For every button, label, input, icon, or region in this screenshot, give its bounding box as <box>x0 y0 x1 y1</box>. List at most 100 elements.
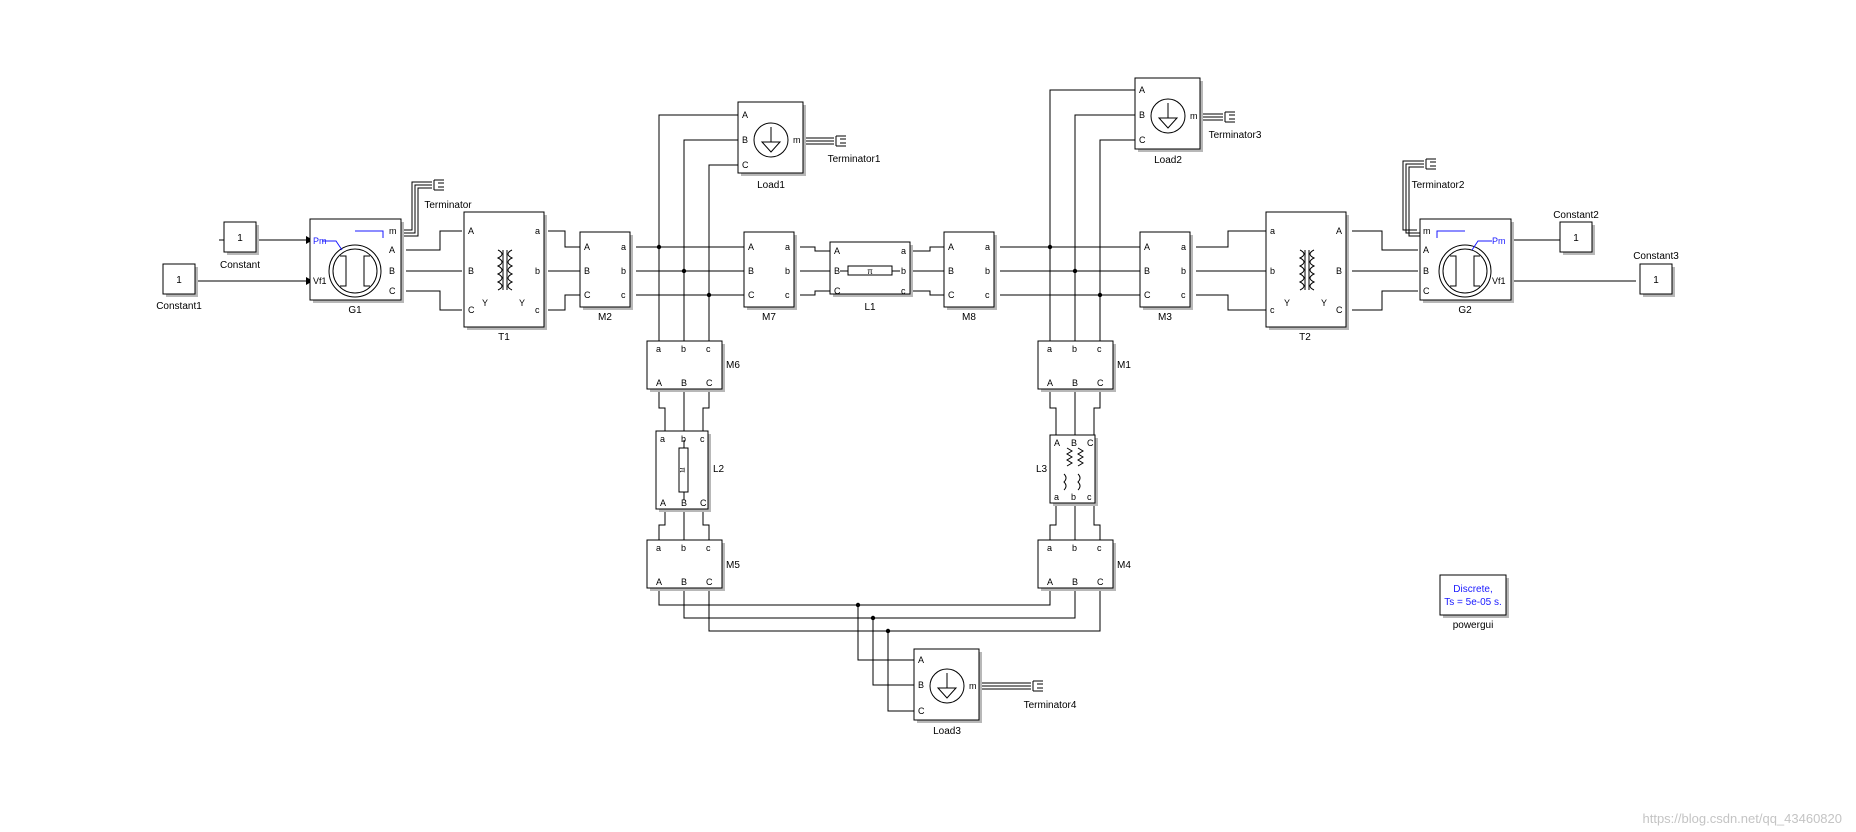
load1-block[interactable]: A B C m Load1 <box>737 101 806 191</box>
l3-label: L3 <box>1036 464 1048 475</box>
m6-port-b-upper: B <box>681 378 687 388</box>
l2-label: L2 <box>713 464 725 475</box>
m4-port-c-upper: C <box>1097 577 1104 587</box>
t1-port-c-lower: c <box>535 305 540 315</box>
m5-port-a-lower: a <box>656 543 661 553</box>
powergui-block[interactable]: Discrete, Ts = 5e-05 s. powergui <box>1439 574 1509 631</box>
t2-port-b-lower: b <box>1270 266 1275 276</box>
l1-line-block[interactable]: π A B C a b c L1 <box>829 241 913 313</box>
l2-port-a-lower: a <box>660 434 665 444</box>
load1-port-a: A <box>742 110 748 120</box>
m3-port-b-lower: b <box>1181 266 1186 276</box>
m3-measurement-block[interactable]: A B C a b c M3 <box>1139 231 1193 323</box>
t1-label: T1 <box>498 332 510 343</box>
l3-port-a-upper: A <box>1054 438 1060 448</box>
m1-port-b-lower: b <box>1072 344 1077 354</box>
m7-port-b-lower: b <box>785 266 790 276</box>
load2-block[interactable]: A B C m Load2 <box>1134 77 1203 166</box>
g1-port-c: C <box>389 286 396 296</box>
m5-port-b-lower: b <box>681 543 686 553</box>
m2-measurement-block[interactable]: A B C a b c M2 <box>579 231 633 323</box>
g1-port-m: m <box>389 226 397 236</box>
t1-port-b-upper: B <box>468 266 474 276</box>
load1-port-c: C <box>742 160 749 170</box>
load3-port-m: m <box>969 681 977 691</box>
t2-port-c-upper: C <box>1336 305 1343 315</box>
t2-transformer-block[interactable]: a b c A B C Y Y T2 <box>1265 211 1349 343</box>
l1-port-c-lower: c <box>901 286 906 296</box>
constant-block[interactable]: 1 Constant <box>220 221 260 271</box>
g2-label: G2 <box>1458 305 1472 316</box>
constant3-label: Constant3 <box>1633 251 1679 262</box>
terminator2-label: Terminator2 <box>1412 180 1465 191</box>
g2-synchronous-machine-block[interactable]: Pm Vf1 m A B C G2 <box>1419 218 1514 316</box>
load3-block[interactable]: A B C m Load3 <box>913 648 982 737</box>
g2-port-m: m <box>1423 226 1431 236</box>
l3-port-b-upper: B <box>1071 438 1077 448</box>
m5-measurement-block[interactable]: a b c A B C M5 <box>646 539 740 591</box>
m5-port-c-upper: C <box>706 577 713 587</box>
m3-port-a-upper: A <box>1144 242 1150 252</box>
m7-port-a-upper: A <box>748 242 754 252</box>
l2-line-block[interactable]: π a b c A B C L2 <box>655 430 725 512</box>
constant1-block[interactable]: 1 Constant1 <box>156 263 202 312</box>
constant2-block[interactable]: 1 Constant2 <box>1553 210 1599 255</box>
t1-port-b-lower: b <box>535 266 540 276</box>
rlc-branch-icon <box>1063 447 1084 491</box>
m3-port-c-lower: c <box>1181 290 1186 300</box>
t2-port-a-lower: a <box>1270 226 1275 236</box>
g1-synchronous-machine-block[interactable]: Pm Vf1 m A B C G1 <box>309 218 404 316</box>
g2-port-b: B <box>1423 266 1429 276</box>
load3-label: Load3 <box>933 726 961 737</box>
constant3-block[interactable]: 1 Constant3 <box>1633 251 1679 297</box>
m5-port-c-lower: c <box>706 543 711 553</box>
transformer-coil-icon <box>1298 249 1316 291</box>
terminator2-block[interactable]: Terminator2 <box>1412 158 1465 191</box>
load2-label: Load2 <box>1154 155 1182 166</box>
m8-port-b-upper: B <box>948 266 954 276</box>
m2-port-b-upper: B <box>584 266 590 276</box>
m8-port-b-lower: b <box>985 266 990 276</box>
m3-label: M3 <box>1158 312 1172 323</box>
m7-port-a-lower: a <box>785 242 790 252</box>
ground-load-icon <box>929 668 965 704</box>
load1-port-m: m <box>793 135 801 145</box>
m5-port-b-upper: B <box>681 577 687 587</box>
g1-port-a: A <box>389 245 395 255</box>
l2-port-b-lower: b <box>681 434 686 444</box>
l2-port-c-lower: c <box>700 434 705 444</box>
m6-measurement-block[interactable]: a b c A B C M6 <box>646 340 740 392</box>
terminator3-block[interactable]: Terminator3 <box>1209 111 1262 141</box>
m4-port-b-lower: b <box>1072 543 1077 553</box>
l3-line-block[interactable]: A B C a b c L3 <box>1036 434 1098 506</box>
m7-port-b-upper: B <box>748 266 754 276</box>
m4-port-a-lower: a <box>1047 543 1052 553</box>
m1-port-c-lower: c <box>1097 344 1102 354</box>
l2-port-a-upper: A <box>660 498 666 508</box>
pi-line-icon: π <box>678 440 689 500</box>
t1-port-c-upper: C <box>468 305 475 315</box>
t1-transformer-block[interactable]: A B C a b c Y Y T1 <box>463 211 547 343</box>
machine-icon <box>1436 230 1492 298</box>
load3-port-b: B <box>918 680 924 690</box>
m6-port-a-upper: A <box>656 378 662 388</box>
terminator4-block[interactable]: Terminator4 <box>1024 680 1077 711</box>
m1-port-c-upper: C <box>1097 378 1104 388</box>
t1-port-a-upper: A <box>468 226 474 236</box>
m1-measurement-block[interactable]: a b c A B C M1 <box>1037 340 1131 392</box>
g2-port-a: A <box>1423 245 1429 255</box>
m2-port-a-lower: a <box>621 242 626 252</box>
g1-port-pm: Pm <box>313 236 327 246</box>
load1-label: Load1 <box>757 180 785 191</box>
g1-port-vf: Vf1 <box>313 276 327 286</box>
terminator1-block[interactable]: Terminator1 <box>828 135 881 165</box>
m2-port-b-lower: b <box>621 266 626 276</box>
m7-measurement-block[interactable]: A B C a b c M7 <box>743 231 797 323</box>
power-lines <box>406 89 1418 712</box>
t2-port-c-lower: c <box>1270 305 1275 315</box>
m4-measurement-block[interactable]: a b c A B C M4 <box>1037 539 1131 591</box>
powergui-mode: Discrete, <box>1453 584 1492 595</box>
terminator-block[interactable]: Terminator <box>424 179 472 211</box>
m8-measurement-block[interactable]: A B C a b c M8 <box>943 231 997 323</box>
m6-label: M6 <box>726 360 740 371</box>
